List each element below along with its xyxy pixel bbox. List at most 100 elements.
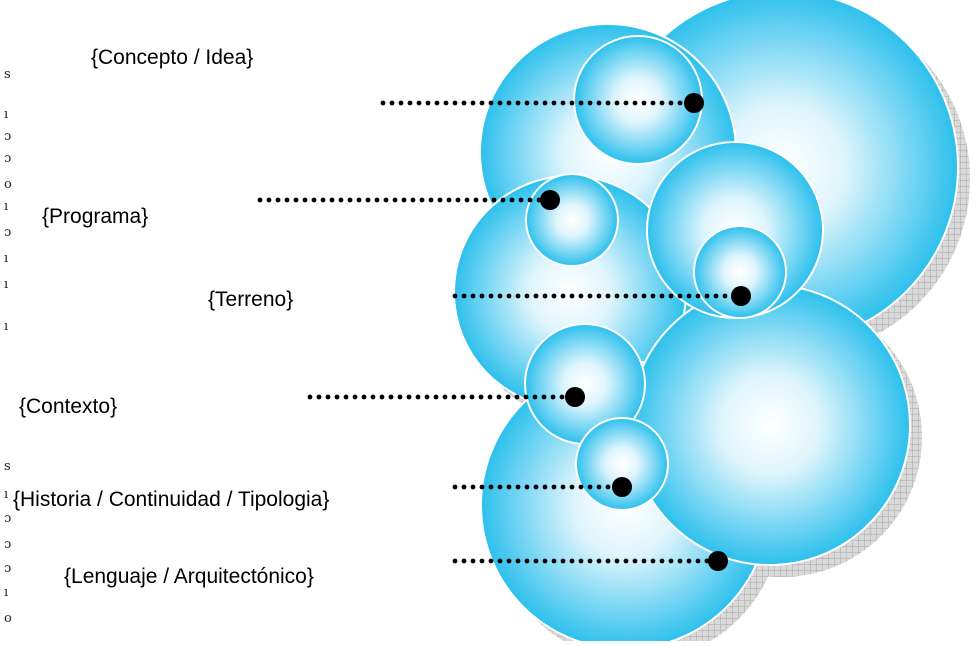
leader-dot [506,484,512,490]
leader-dot [659,293,665,299]
leader-dot [524,100,530,106]
leader-dot [695,558,701,564]
leader-dot [659,100,665,106]
leader-dot [509,197,515,203]
side-glyph: ı [4,319,8,334]
leader-dot [407,100,413,106]
leader-dot [433,394,439,400]
leader-dot [469,394,475,400]
leader-dot [668,100,674,106]
leader-dot [329,197,335,203]
leader-dot [623,100,629,106]
leader-dot [380,100,386,106]
leader-dot [488,100,494,106]
leader-dot [497,558,503,564]
leader-dot [560,293,566,299]
leader-dot [506,558,512,564]
leader-dot [257,197,263,203]
leader-dot [623,558,629,564]
leader-dot [596,100,602,106]
leader-dot [524,484,530,490]
side-glyph: s [4,459,11,474]
leader-dot [560,558,566,564]
leader-dot [506,293,512,299]
leader-dot [505,394,511,400]
leader-dot [605,293,611,299]
leader-dot [479,484,485,490]
leader-dot [686,293,692,299]
leader-dot [650,558,656,564]
leader-dot [515,100,521,106]
leader-dot [496,394,502,400]
leader-dot [392,197,398,203]
leader-dot [479,293,485,299]
side-glyph: ı [4,107,8,122]
side-glyph: ɔ [4,151,11,166]
leader-dot [479,558,485,564]
leader-dot [532,394,538,400]
leader-dot [388,394,394,400]
leader-dot [527,197,533,203]
small-bubble-concepto [573,35,703,165]
leader-dot [415,394,421,400]
label-contexto: {Contexto} [19,395,118,418]
leader-dot [677,558,683,564]
leader-end-dot-historia [612,477,632,497]
side-glyph: o [4,611,12,626]
leader-dot [713,293,719,299]
leader-dot [443,100,449,106]
leader-dot [442,394,448,400]
leader-dot [559,394,565,400]
leader-dot [614,558,620,564]
leader-dot [461,293,467,299]
leader-dot [470,558,476,564]
leader-dot [478,394,484,400]
leader-dot [482,197,488,203]
leader-dot [455,197,461,203]
leader-dot [347,197,353,203]
leader-dot [560,100,566,106]
leader-dot [605,484,611,490]
leader-dot [641,558,647,564]
small-bubble-programa [525,173,619,267]
leader-dot [542,558,548,564]
leader-dot [419,197,425,203]
leader-dot [428,197,434,203]
leader-end-dot-contexto [565,387,585,407]
leader-dot [632,558,638,564]
leader-dot [464,197,470,203]
leader-dot [541,394,547,400]
leader-contexto [307,387,585,407]
leader-dot [523,394,529,400]
leader-dot [587,100,593,106]
leader-end-dot-lenguaje [708,551,728,571]
leader-dot [515,484,521,490]
large-bubble-right [629,284,911,566]
leader-dot [650,293,656,299]
leader-dot [614,100,620,106]
leader-dot [379,394,385,400]
leader-end-dot-programa [540,190,560,210]
leader-dot [533,293,539,299]
side-glyph: o [4,177,12,192]
side-glyph: ɔ [4,129,11,144]
leader-dot [334,394,340,400]
leader-dot [560,484,566,490]
leader-dot [343,394,349,400]
leader-dot [518,197,524,203]
side-glyph: ɔ [4,537,11,552]
leader-dot [569,100,575,106]
leader-dot [497,484,503,490]
leader-dot [434,100,440,106]
leader-dot [659,558,665,564]
leader-dot [551,558,557,564]
leader-dot [551,484,557,490]
side-glyph: ı [4,487,8,502]
leader-dot [383,197,389,203]
leader-dot [578,484,584,490]
leader-dot [641,100,647,106]
leader-dot [596,558,602,564]
